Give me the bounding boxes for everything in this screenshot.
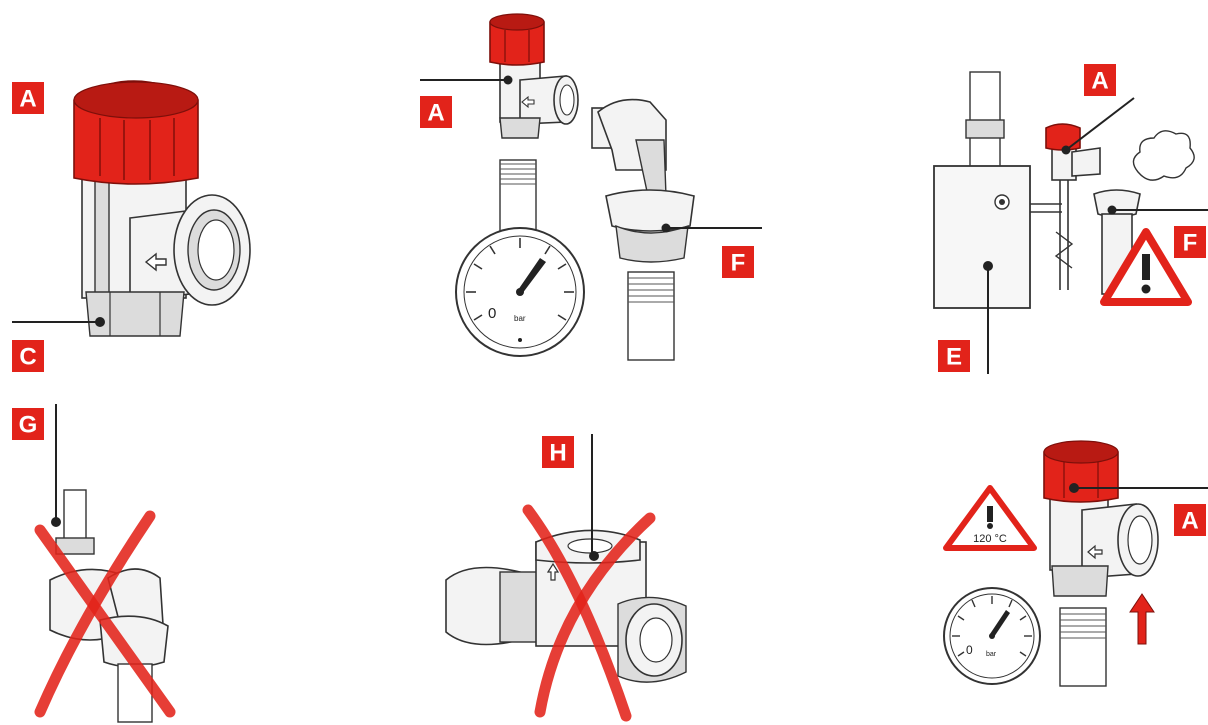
label-f-panel2-text: F: [731, 250, 746, 277]
label-f-panel2: [722, 246, 754, 278]
panel-3-installation: A E F: [933, 64, 1208, 374]
label-f-panel3: [1174, 226, 1206, 258]
panel-5-incorrect-h: H: [445, 434, 687, 722]
gauge-zero-label: 0: [488, 305, 496, 322]
gauge-unit-label: bar: [514, 314, 526, 323]
flow-arrow-icon: [144, 252, 167, 272]
valve-body-shade: [94, 177, 110, 299]
label-a-panel1: [12, 82, 44, 114]
gauge-needle: [518, 258, 546, 294]
gauge-zero-label: 0: [966, 643, 973, 657]
label-a-panel1-text: A: [19, 86, 36, 113]
label-a-panel3: [1084, 64, 1116, 96]
label-e-panel3: [938, 340, 970, 372]
temperature-warning-text: 120 °C: [973, 533, 1007, 545]
label-a-panel6: [1174, 504, 1206, 536]
prohibited-x-icon: [34, 524, 176, 718]
label-a-panel2-text: A: [427, 100, 444, 127]
label-g-panel4-text: G: [19, 412, 38, 439]
label-h-panel5: [542, 436, 574, 468]
label-a-panel6-text: A: [1181, 508, 1198, 535]
upward-arrow-icon: [1129, 593, 1155, 645]
drain-funnel: [605, 189, 695, 232]
label-a-panel2: [420, 96, 452, 128]
gauge-unit-label: bar: [986, 651, 997, 658]
label-f-panel3-text: F: [1183, 230, 1198, 257]
flow-arrow-icon: [1087, 544, 1103, 560]
gauge-needle: [990, 610, 1010, 637]
label-a-panel3-text: A: [1091, 68, 1108, 95]
panel-4-incorrect-g: G: [12, 404, 176, 723]
panel-1-valve-closeup: A C: [12, 80, 251, 372]
flow-arrow-icon: [521, 95, 535, 109]
label-c-panel1: [12, 340, 44, 372]
panel-2-assembly: 0 bar A F: [420, 13, 762, 361]
hex-nut: [85, 291, 185, 337]
boiler-unit: [933, 165, 1031, 309]
label-g-panel4: [12, 408, 44, 440]
label-h-panel5-text: H: [549, 440, 566, 467]
flow-arrow-icon: [546, 562, 560, 581]
label-e-panel3-text: E: [946, 344, 962, 371]
steam-cloud-icon: [1132, 130, 1195, 181]
panel-6-check: 120 °C 0 bar: [943, 440, 1208, 687]
shutoff-valve-icon: [1054, 231, 1074, 269]
label-c-panel1-text: C: [19, 344, 36, 371]
